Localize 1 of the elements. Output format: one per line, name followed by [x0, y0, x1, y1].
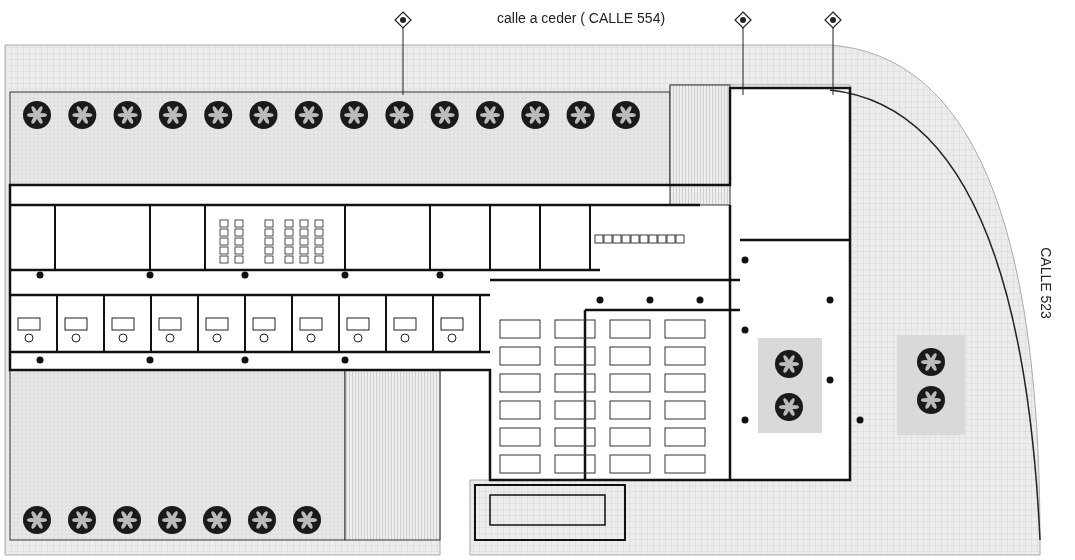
street-name: calle a ceder ( CALLE 554) [497, 10, 666, 26]
